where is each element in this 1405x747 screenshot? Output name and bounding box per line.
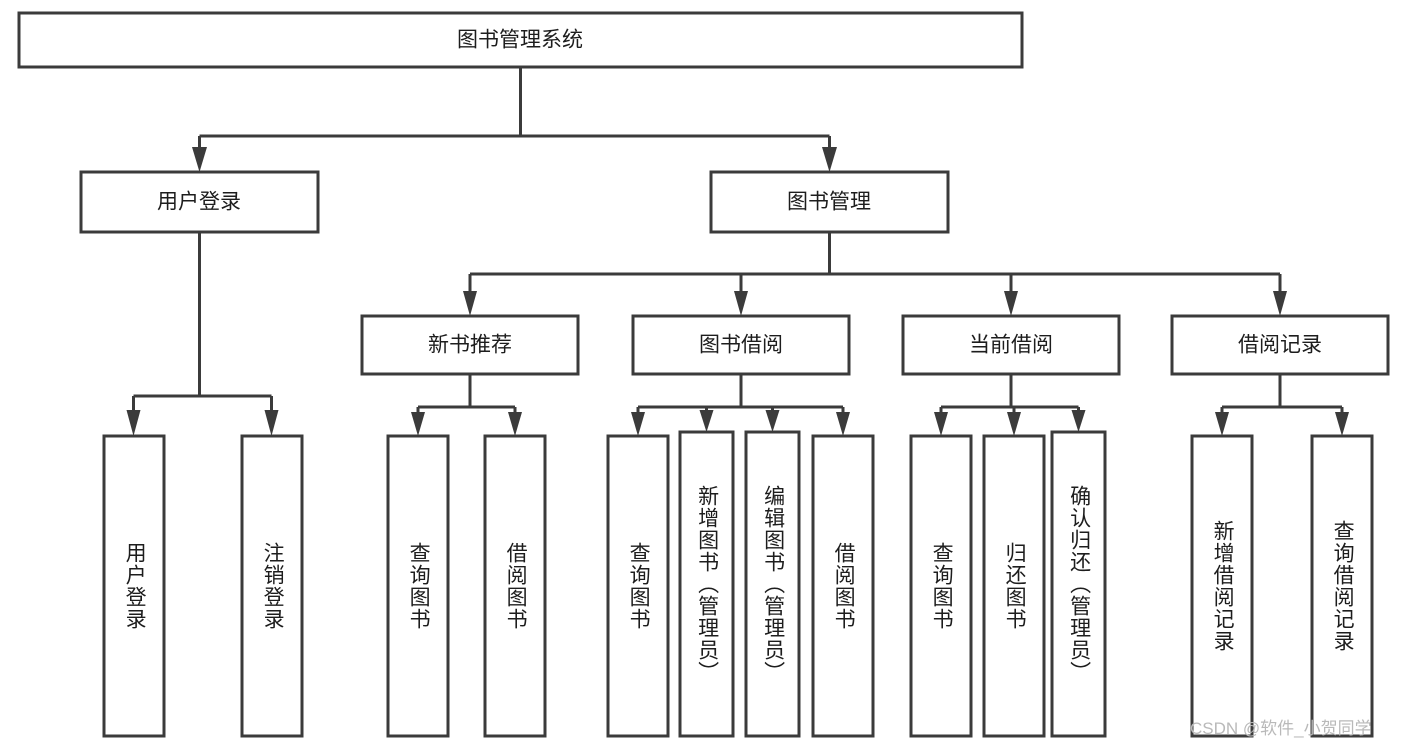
arrowhead-leaf-user-login [126,410,141,436]
arrowhead-leaf-edit-book [765,410,780,432]
arrowhead-leaf-query-book-bw [631,412,645,436]
node-root-label: 图书管理系统 [457,29,583,52]
node-book-borrow[interactable] [631,314,851,376]
arrowhead-leaf-query-book-rec [411,412,425,436]
node-leaf-query-record[interactable] [1310,434,1374,738]
node-leaf-query-book-bw[interactable] [606,434,670,738]
node-leaf-return-book[interactable] [982,434,1046,738]
arrowhead-leaf-confirm-return [1071,410,1086,432]
node-user-login-label: 用户登录 [157,191,241,214]
node-book-manage-label: 图书管理 [787,191,871,214]
arrowhead-leaf-borrow-book-rec [508,412,522,436]
node-borrow-record[interactable] [1170,314,1390,376]
node-leaf-borrow-book-rec[interactable] [483,434,547,738]
arrowhead-leaf-query-book-cur [934,412,948,436]
arrowhead-leaf-query-record [1335,412,1349,436]
node-current-borrow[interactable] [901,314,1121,376]
node-new-book-rec[interactable] [360,314,580,376]
node-leaf-add-book[interactable] [678,430,735,738]
node-borrow-record-label: 借阅记录 [1238,334,1322,357]
node-user-login[interactable] [79,170,320,234]
arrowhead-borrow-record [1273,291,1287,316]
arrowhead-book-borrow [734,291,748,316]
node-leaf-edit-book[interactable] [744,430,801,738]
node-root[interactable] [17,11,1024,69]
arrowhead-leaf-return-book [1007,412,1021,436]
node-leaf-logout[interactable] [240,434,304,738]
arrowhead-current-borrow [1004,291,1018,316]
node-leaf-add-record[interactable] [1190,434,1254,738]
connector-layer [126,67,1349,436]
node-leaf-confirm-return[interactable] [1050,430,1107,738]
node-new-book-rec-label: 新书推荐 [428,334,512,357]
node-layer: 图书管理系统 用户登录 图书管理 新书推荐 图书借阅 当前借阅 借阅记录 [17,11,1390,738]
node-book-manage[interactable] [709,170,950,234]
node-current-borrow-label: 当前借阅 [969,334,1053,357]
node-book-borrow-label: 图书借阅 [699,334,783,357]
arrowhead-leaf-add-book [699,410,714,432]
node-leaf-user-login[interactable] [102,434,166,738]
arrowhead-new-book-rec [463,291,477,316]
arrowhead-leaf-logout [264,410,279,436]
arrowhead-leaf-add-record [1215,412,1229,436]
node-leaf-query-book-cur[interactable] [909,434,973,738]
arrowhead-user-login [192,147,207,172]
arrowhead-leaf-borrow-book-bw [836,412,850,436]
node-leaf-query-book-rec[interactable] [386,434,450,738]
arrowhead-book-manage [822,147,837,172]
node-leaf-borrow-book-bw[interactable] [811,434,875,738]
csdn-watermark: CSDN @软件_小贺同学 [1190,719,1372,738]
